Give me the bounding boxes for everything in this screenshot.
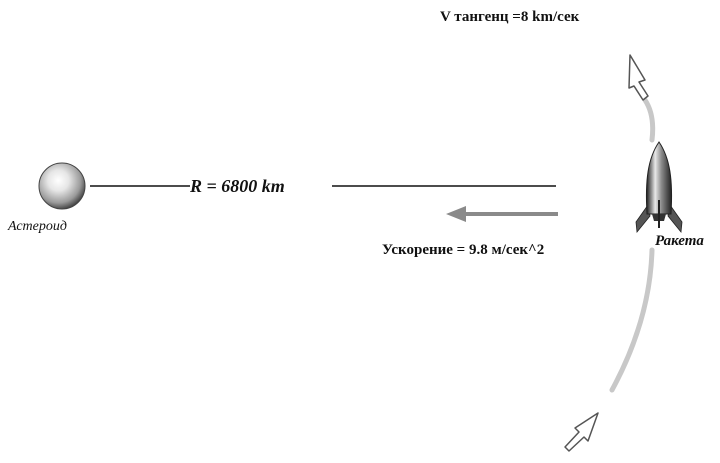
radius-label: R = 6800 km: [190, 176, 285, 196]
asteroid-label: Астероид: [8, 219, 67, 234]
acceleration-label: Ускорение = 9.8 м/сек^2: [382, 242, 545, 258]
rocket-icon: [635, 141, 683, 234]
arrow-up-outline-icon: [628, 54, 649, 101]
orbit-arc-upper: [642, 97, 656, 143]
tangent-velocity-label: V тангенц =8 km/сек: [440, 9, 580, 25]
orbit-arc-lower: [609, 247, 655, 393]
rocket-label: Ракета: [655, 233, 704, 249]
arrow-up-outline-icon: [564, 412, 599, 452]
arrow-left-icon: [446, 206, 466, 222]
asteroid-sphere-icon: [38, 162, 86, 210]
